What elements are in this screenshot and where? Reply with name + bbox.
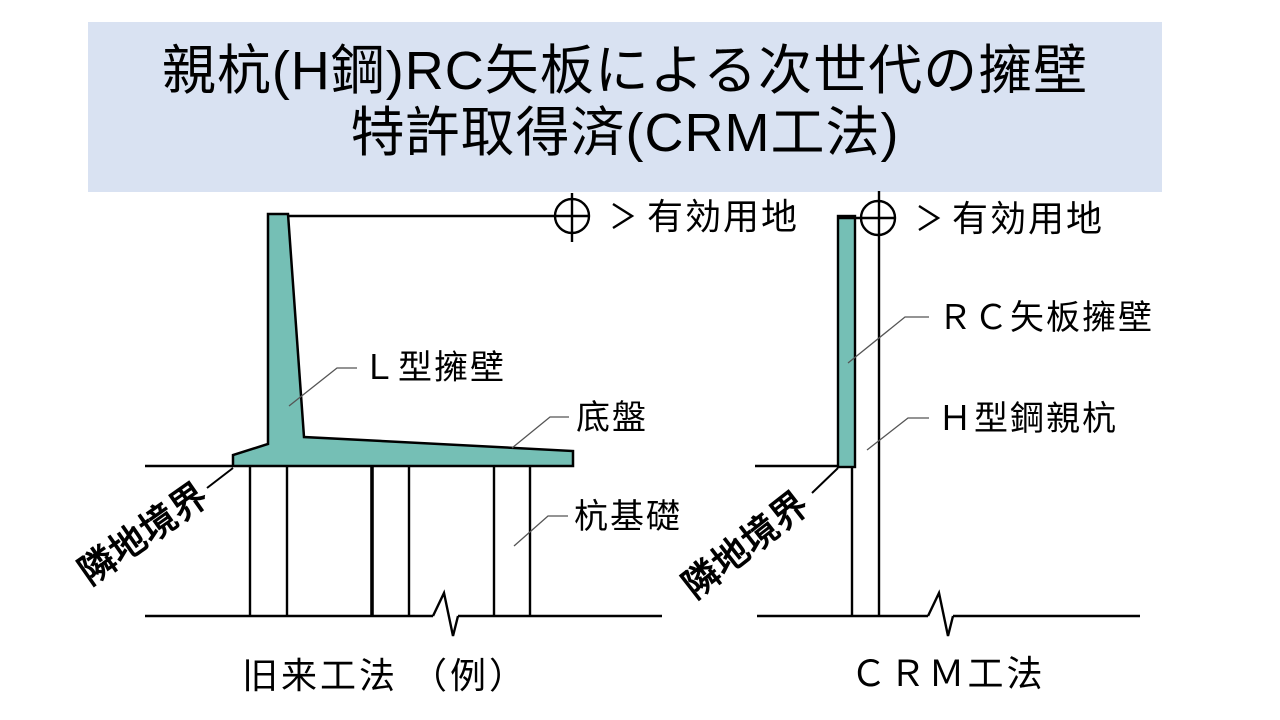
leader-h-pile xyxy=(866,417,929,451)
leader-base-slab xyxy=(511,416,569,449)
leader-rc-wall xyxy=(847,316,929,364)
caption-left: 旧来工法 （例） xyxy=(242,655,528,696)
l-wall-shape xyxy=(231,212,575,468)
arrow-right-icon-right xyxy=(918,204,941,232)
label-boundary-left: 隣地境界 xyxy=(71,474,216,592)
break-symbol-left xyxy=(431,589,460,637)
leader-pile-foundation xyxy=(513,515,568,547)
break-symbol-right xyxy=(926,589,955,637)
caption-right: ＣＲＭ工法 xyxy=(850,653,1045,694)
arrow-right-icon-left xyxy=(612,202,635,230)
benchmark-circle-icon-right xyxy=(859,199,897,237)
left-diagram: 有効用地 Ｌ型擁壁 底盤 杭基礎 xyxy=(71,193,799,696)
label-effective-land-right: 有効用地 xyxy=(952,198,1104,239)
leader-boundary-left xyxy=(206,467,234,489)
leader-boundary-right xyxy=(811,467,839,494)
label-rc-wall: ＲＣ矢板擁壁 xyxy=(938,299,1154,337)
label-base-slab: 底盤 xyxy=(576,399,648,437)
label-pile-foundation: 杭基礎 xyxy=(574,498,682,536)
label-h-pile: Ｈ型鋼親杭 xyxy=(938,400,1118,438)
rc-wall-shape xyxy=(836,214,857,469)
label-effective-land-left: 有効用地 xyxy=(647,196,799,237)
label-l-wall: Ｌ型擁壁 xyxy=(362,349,506,387)
pile-lines-left xyxy=(248,467,532,615)
title-band: 親杭(H鋼)RC矢板による次世代の擁壁 特許取得済(CRM工法) xyxy=(88,22,1162,192)
label-boundary-right: 隣地境界 xyxy=(675,483,817,606)
title-line-1: 親杭(H鋼)RC矢板による次世代の擁壁 xyxy=(161,41,1089,101)
right-diagram: 有効用地 ＲＣ矢板擁壁 Ｈ型鋼親杭 隣地境界 ＣＲＭ工法 xyxy=(675,191,1154,694)
leader-l-wall xyxy=(288,367,357,407)
title-line-2: 特許取得済(CRM工法) xyxy=(350,103,900,163)
